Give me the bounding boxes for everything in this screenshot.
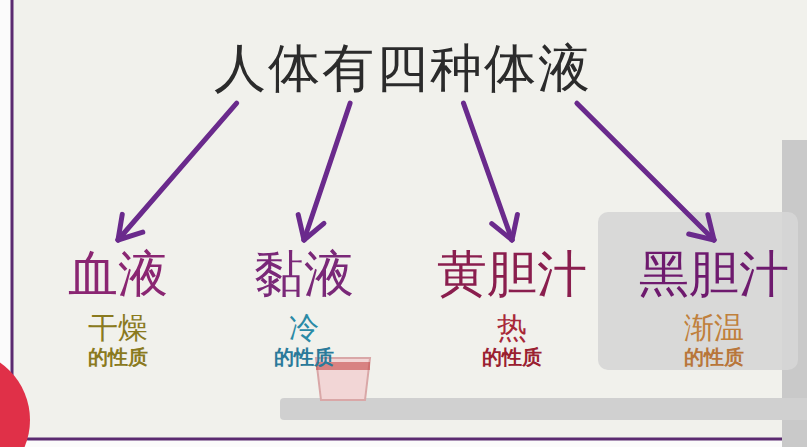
- property-text: 冷: [254, 311, 354, 346]
- arrow-stroke: [708, 215, 714, 240]
- arrow-stroke: [577, 103, 714, 240]
- arrow-stroke: [118, 232, 143, 240]
- arrow-stroke: [118, 214, 122, 240]
- humor-node: 血液干燥的性质: [68, 248, 168, 369]
- arrow-stroke: [304, 223, 324, 240]
- arrow-connector: [298, 103, 350, 240]
- humor-node: 黏液冷的性质: [254, 248, 354, 369]
- humor-node: 黑胆汁渐温的性质: [639, 248, 789, 369]
- property-text: 的性质: [437, 345, 587, 369]
- title-node: 人体有四种体液: [214, 40, 592, 97]
- node-label: 血液: [68, 248, 168, 301]
- property-text: 的性质: [68, 345, 168, 369]
- arrow-stroke: [689, 234, 714, 240]
- node-label: 黏液: [254, 248, 354, 301]
- property-text: 的性质: [254, 345, 354, 369]
- property-text: 渐温: [639, 311, 789, 346]
- arrow-stroke: [463, 103, 512, 240]
- node-label: 人体有四种体液: [214, 40, 592, 97]
- speaker-shape: [0, 350, 30, 447]
- desk: [280, 398, 807, 420]
- arrow-stroke: [298, 215, 304, 240]
- property-text: 的性质: [639, 345, 789, 369]
- property-text: 干燥: [68, 311, 168, 346]
- arrow-stroke: [512, 215, 517, 240]
- node-label: 黄胆汁: [437, 248, 587, 301]
- screen-panel: [598, 212, 798, 370]
- arrow-stroke: [492, 224, 512, 240]
- arrow-stroke: [118, 103, 237, 240]
- arrow-connector: [577, 103, 714, 240]
- node-label: 黑胆汁: [639, 248, 789, 301]
- arrow-connector: [463, 103, 517, 240]
- property-text: 热: [437, 311, 587, 346]
- frame: [12, 0, 807, 439]
- arrow-stroke: [304, 103, 350, 240]
- arrow-connector: [118, 103, 237, 240]
- humor-node: 黄胆汁热的性质: [437, 248, 587, 369]
